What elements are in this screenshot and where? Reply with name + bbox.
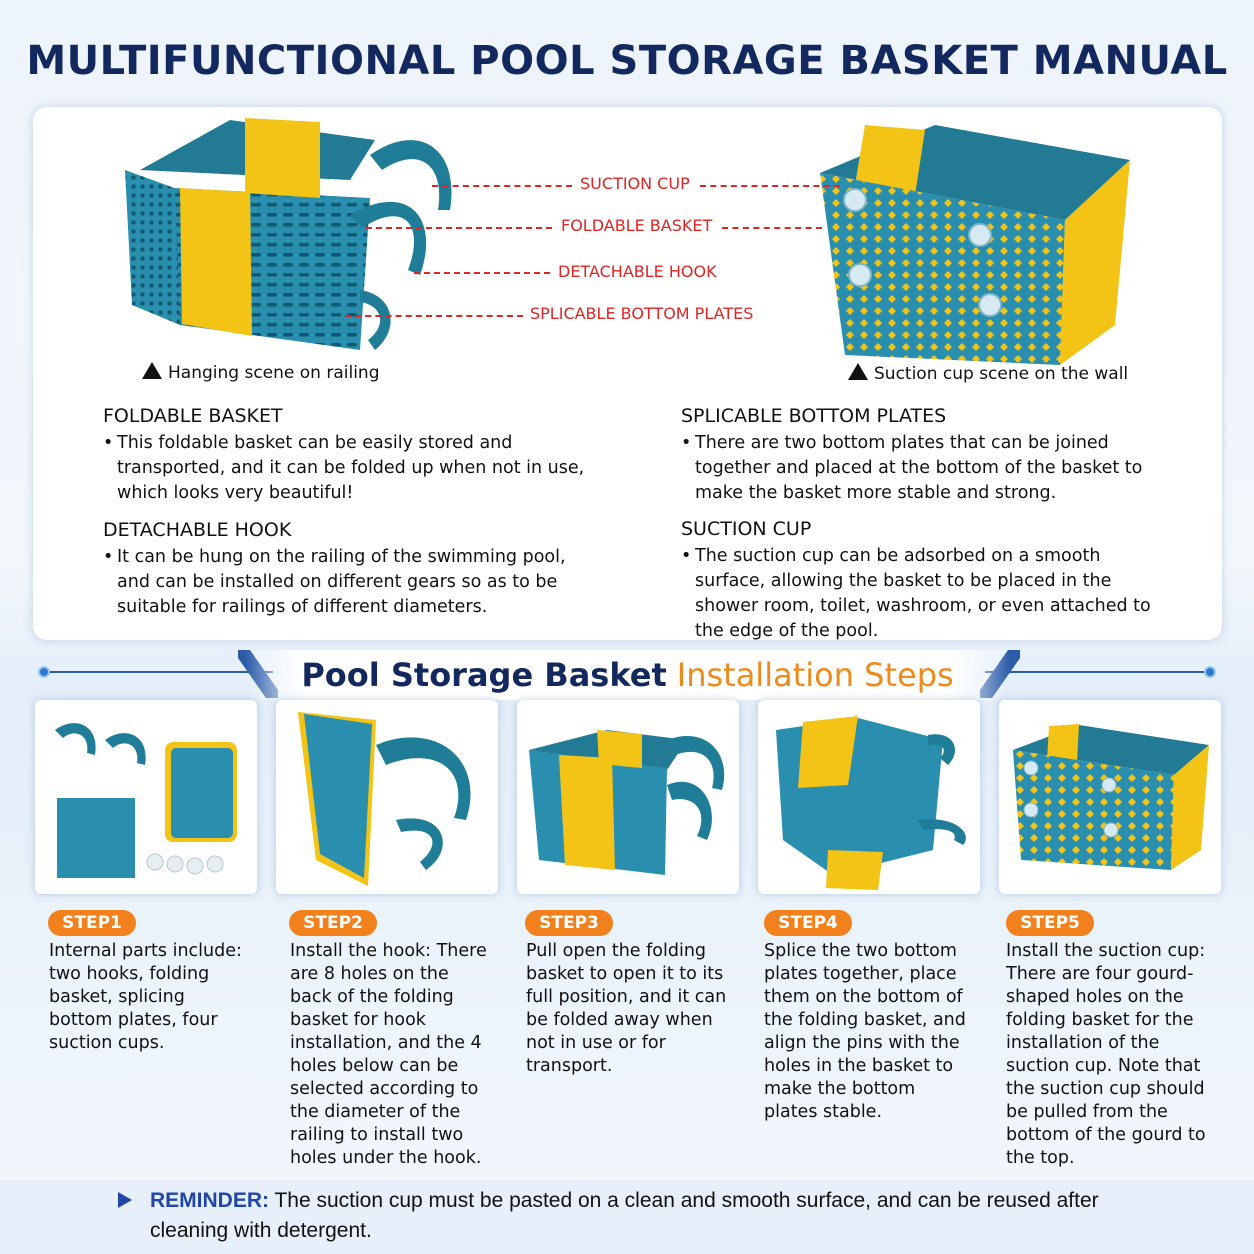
feature-text: •This foldable basket can be easily stor… bbox=[103, 433, 585, 503]
callout-suction-cup: SUCTION CUP bbox=[580, 174, 690, 193]
triangle-icon bbox=[848, 363, 868, 380]
feature-heading: SPLICABLE BOTTOM PLATES bbox=[681, 405, 947, 427]
play-arrow-icon bbox=[118, 1192, 132, 1208]
reminder-text: The suction cup must be pasted on a clea… bbox=[150, 1189, 1099, 1242]
feature-text: •It can be hung on the railing of the sw… bbox=[103, 547, 566, 617]
callout-line-hook bbox=[414, 272, 550, 274]
step5-image bbox=[999, 700, 1221, 894]
reminder: REMINDER: The suction cup must be pasted… bbox=[118, 1186, 1170, 1246]
feature-heading: DETACHABLE HOOK bbox=[103, 519, 292, 541]
callout-line-plates bbox=[345, 315, 523, 317]
step4-badge: STEP4 bbox=[764, 910, 852, 936]
step2-badge: STEP2 bbox=[289, 910, 377, 936]
step1-badge: STEP1 bbox=[48, 910, 136, 936]
step1-text: Internal parts include: two hooks, foldi… bbox=[49, 941, 242, 1053]
caption-hanging: Hanging scene on railing bbox=[142, 362, 379, 383]
steps-header-subtitle: Installation Steps bbox=[676, 656, 954, 694]
step4-text: Splice the two bottom plates together, p… bbox=[764, 941, 966, 1122]
feature-suction: SUCTION CUP •The suction cup can be adso… bbox=[681, 518, 1156, 644]
callout-line-basket-right bbox=[722, 227, 822, 229]
feature-foldable: FOLDABLE BASKET •This foldable basket ca… bbox=[103, 405, 603, 506]
callout-detachable-hook: DETACHABLE HOOK bbox=[558, 262, 717, 281]
step3-badge: STEP3 bbox=[525, 910, 613, 936]
band-dot-left bbox=[38, 666, 50, 678]
feature-plates: SPLICABLE BOTTOM PLATES •There are two b… bbox=[681, 405, 1156, 506]
feature-heading: FOLDABLE BASKET bbox=[103, 405, 283, 427]
callout-line-suction-right bbox=[700, 185, 840, 187]
reminder-label: REMINDER: bbox=[150, 1189, 269, 1212]
step5-text: Install the suction cup: There are four … bbox=[1006, 941, 1206, 1168]
feature-text: •The suction cup can be adsorbed on a sm… bbox=[681, 546, 1151, 641]
band-line-left bbox=[48, 671, 273, 673]
step2-text: Install the hook: There are 8 holes on t… bbox=[290, 941, 487, 1168]
step5-badge: STEP5 bbox=[1006, 910, 1094, 936]
callout-foldable-basket: FOLDABLE BASKET bbox=[561, 216, 713, 235]
steps-header-title: Pool Storage Basket bbox=[301, 656, 667, 694]
reminder-bar bbox=[0, 1180, 1254, 1254]
step3-text: Pull open the folding basket to open it … bbox=[526, 941, 727, 1076]
page-title: MULTIFUNCTIONAL POOL STORAGE BASKET MANU… bbox=[26, 38, 1228, 84]
callout-line-basket-left bbox=[366, 227, 552, 229]
feature-text: •There are two bottom plates that can be… bbox=[681, 433, 1143, 503]
band-line-right bbox=[985, 671, 1207, 673]
step1-image bbox=[35, 700, 257, 894]
triangle-icon bbox=[142, 362, 162, 379]
band-dot-right bbox=[1204, 666, 1216, 678]
callout-splicable-plates: SPLICABLE BOTTOM PLATES bbox=[530, 304, 754, 323]
caption-wall: Suction cup scene on the wall bbox=[848, 363, 1128, 384]
hanging-basket-image bbox=[125, 118, 452, 350]
feature-hook: DETACHABLE HOOK •It can be hung on the r… bbox=[103, 519, 603, 620]
wall-basket-image bbox=[820, 125, 1130, 365]
callout-line-suction-left bbox=[432, 185, 572, 187]
step2-image bbox=[276, 700, 498, 894]
feature-heading: SUCTION CUP bbox=[681, 518, 812, 540]
step4-image bbox=[758, 700, 980, 894]
step3-image bbox=[517, 700, 739, 894]
